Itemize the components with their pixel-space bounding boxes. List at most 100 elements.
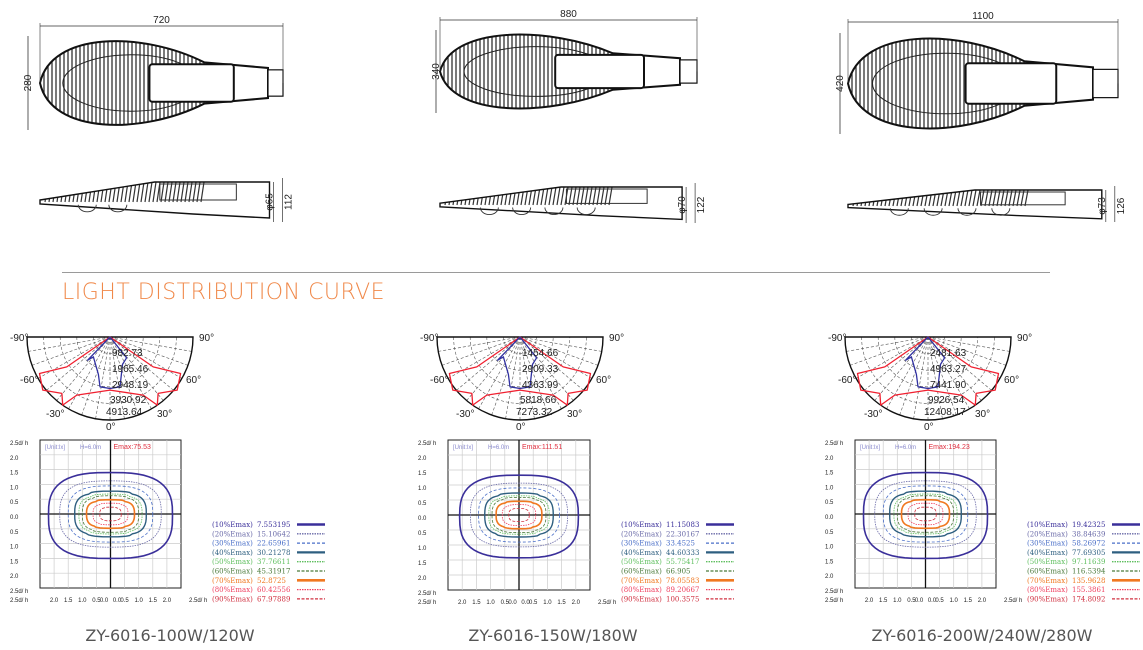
polar-angle-label: -90° [828,333,846,344]
polar-chart-2: -90°90°-60°60°-30°30°0°1454.662909.33436… [420,333,624,433]
legend-label: (50%Emax) [212,558,253,566]
isolux-y-label: 2.5d/ h [10,441,28,447]
isolux-x-label: 0.0 [508,600,517,606]
isolux-x-label: 0.5 [120,598,129,604]
isolux-x-label: 0.0 [100,598,109,604]
legend-value: 100.3575 [666,595,699,603]
polar-value-label: 4963.27 [930,364,967,375]
led-lens [923,208,943,216]
legend-value: 97.11639 [1072,558,1105,566]
polar-angle-label: -60° [430,375,448,386]
legend-item: (80%Emax)89.20667 [621,586,734,594]
isolux-x-label: 1.0 [950,598,959,604]
polar-value-label: 4363.99 [522,380,559,391]
polar-chart-1: -90°90°-60°60°-30°30°0°982.731965.462948… [10,333,214,433]
legend-label: (10%Emax) [1027,521,1068,529]
polar-angle-label: -60° [20,375,38,386]
isolux-y-label: 2.5d/ h [825,589,843,595]
isolux-emax: Emax:194.23 [929,444,970,451]
legend-label: (80%Emax) [212,586,253,594]
polar-value-label: 2481.63 [930,348,967,359]
isolux-y-label: 0.5 [418,501,427,507]
legend-value: 38.84639 [1072,530,1105,538]
polar-angle-label: 90° [199,333,214,344]
legend-label: (30%Emax) [212,540,253,548]
isolux-y-label: 0.5 [10,530,19,536]
legend-label: (90%Emax) [621,595,662,603]
legend-value: 60.42556 [257,586,291,594]
dim-pole-diameter: φ70 [677,196,688,214]
section-divider [62,272,1050,273]
isolux-contour [862,471,989,560]
polar-angle-label: 90° [1017,333,1032,344]
polar-value-label: 1965.46 [112,364,149,375]
polar-angle-label: 30° [975,409,990,420]
isolux-contour [469,482,569,548]
isolux-x-label: 2.5d/ h [1004,598,1022,604]
legend-value: 22.30167 [666,530,699,538]
isolux-contour [483,492,555,538]
legend-item: (20%Emax)22.30167 [621,530,734,538]
isolux-x-label: 1.5 [964,598,973,604]
isolux-x-label: 1.5 [557,600,566,606]
polar-angle-label: -30° [864,409,882,420]
legend-label: (70%Emax) [1027,577,1068,585]
legend-label: (50%Emax) [1027,558,1068,566]
legend-item: (70%Emax)135.9628 [1027,577,1140,585]
polar-frame [26,336,194,421]
legend-item: (90%Emax)67.97889 [212,595,325,603]
legend-value: 116.5394 [1072,568,1106,576]
dim-pole-diameter: φ73 [1097,197,1108,215]
isolux-unit: [Unit:lx] [453,445,473,451]
polar-angle-label: 0° [106,422,116,433]
legend-item: (60%Emax)116.5394 [1027,568,1140,576]
legend-label: (10%Emax) [621,521,662,529]
legend-label: (90%Emax) [1027,595,1068,603]
polar-chart-3: -90°90°-60°60°-30°30°0°2481.634963.27744… [828,333,1032,433]
polar-value-label: 3930.92 [110,395,147,406]
isolux-x-label: 1.0 [486,600,495,606]
isolux-contour [488,495,550,535]
isolux-y-label: 2.0 [825,456,834,462]
legend-item: (20%Emax)15.10642 [212,530,325,538]
isolux-x-label: 1.0 [78,598,87,604]
legend-label: (70%Emax) [621,577,662,585]
isolux-y-label: 0.0 [825,515,834,521]
polar-value-label: 12408.17 [924,407,966,418]
legend-value: 66.905 [666,568,691,576]
pole-mount [267,69,284,97]
led-lens [77,204,97,213]
legend-item: (90%Emax) 174.8092 [1027,595,1140,603]
isolux-contour [896,495,955,533]
polar-frame [436,336,604,421]
isolux-y-label: 2.5d/ h [418,591,436,597]
isolux-y-label: 1.5 [10,559,19,565]
led-lens [479,207,499,215]
isolux-y-label: 1.5 [418,561,427,567]
legend-item: (80%Emax)155.3861 [1027,586,1140,594]
isolux-x-label: 1.5 [64,598,73,604]
polar-curve-c90 [86,336,128,390]
polar-angle-label: 30° [567,409,582,420]
legend-value: 55.75417 [666,558,699,566]
model-label-2: ZY-6016-150W/180W [468,626,638,645]
polar-value-label: 2948.19 [112,380,149,391]
isolux-x-label: 2.0 [50,598,59,604]
isolux-contour [491,496,547,534]
isolux-y-label: 1.0 [418,546,427,552]
legend-item: (60%Emax)45.31917 [212,568,325,576]
isolux-y-label: 2.0 [10,574,19,580]
legend-value: 45.31917 [257,568,290,576]
isolux-contour [478,487,560,543]
legend-item: (60%Emax)66.905 [621,568,734,576]
legend-label: (70%Emax) [212,577,253,585]
legend-value: 30.21278 [257,549,290,557]
legend-value: 174.8092 [1072,595,1105,603]
isolux-y-label: 0.0 [10,515,19,521]
isolux-y-label: 2.5d/ h [825,441,843,447]
isolux-x-label: 2.0 [978,598,987,604]
legend-label: (40%Emax) [621,549,662,557]
legend-value: 22.65961 [257,540,290,548]
